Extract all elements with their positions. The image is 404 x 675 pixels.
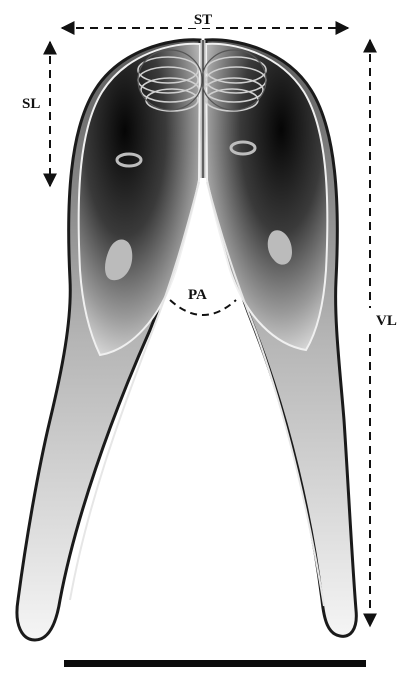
vl-label: VL [376, 313, 397, 329]
pa-label: PA [188, 287, 207, 303]
specimen-body [17, 40, 356, 640]
sl-label: SL [22, 96, 40, 112]
st-label: ST [194, 12, 212, 28]
scale-bar [64, 660, 366, 667]
